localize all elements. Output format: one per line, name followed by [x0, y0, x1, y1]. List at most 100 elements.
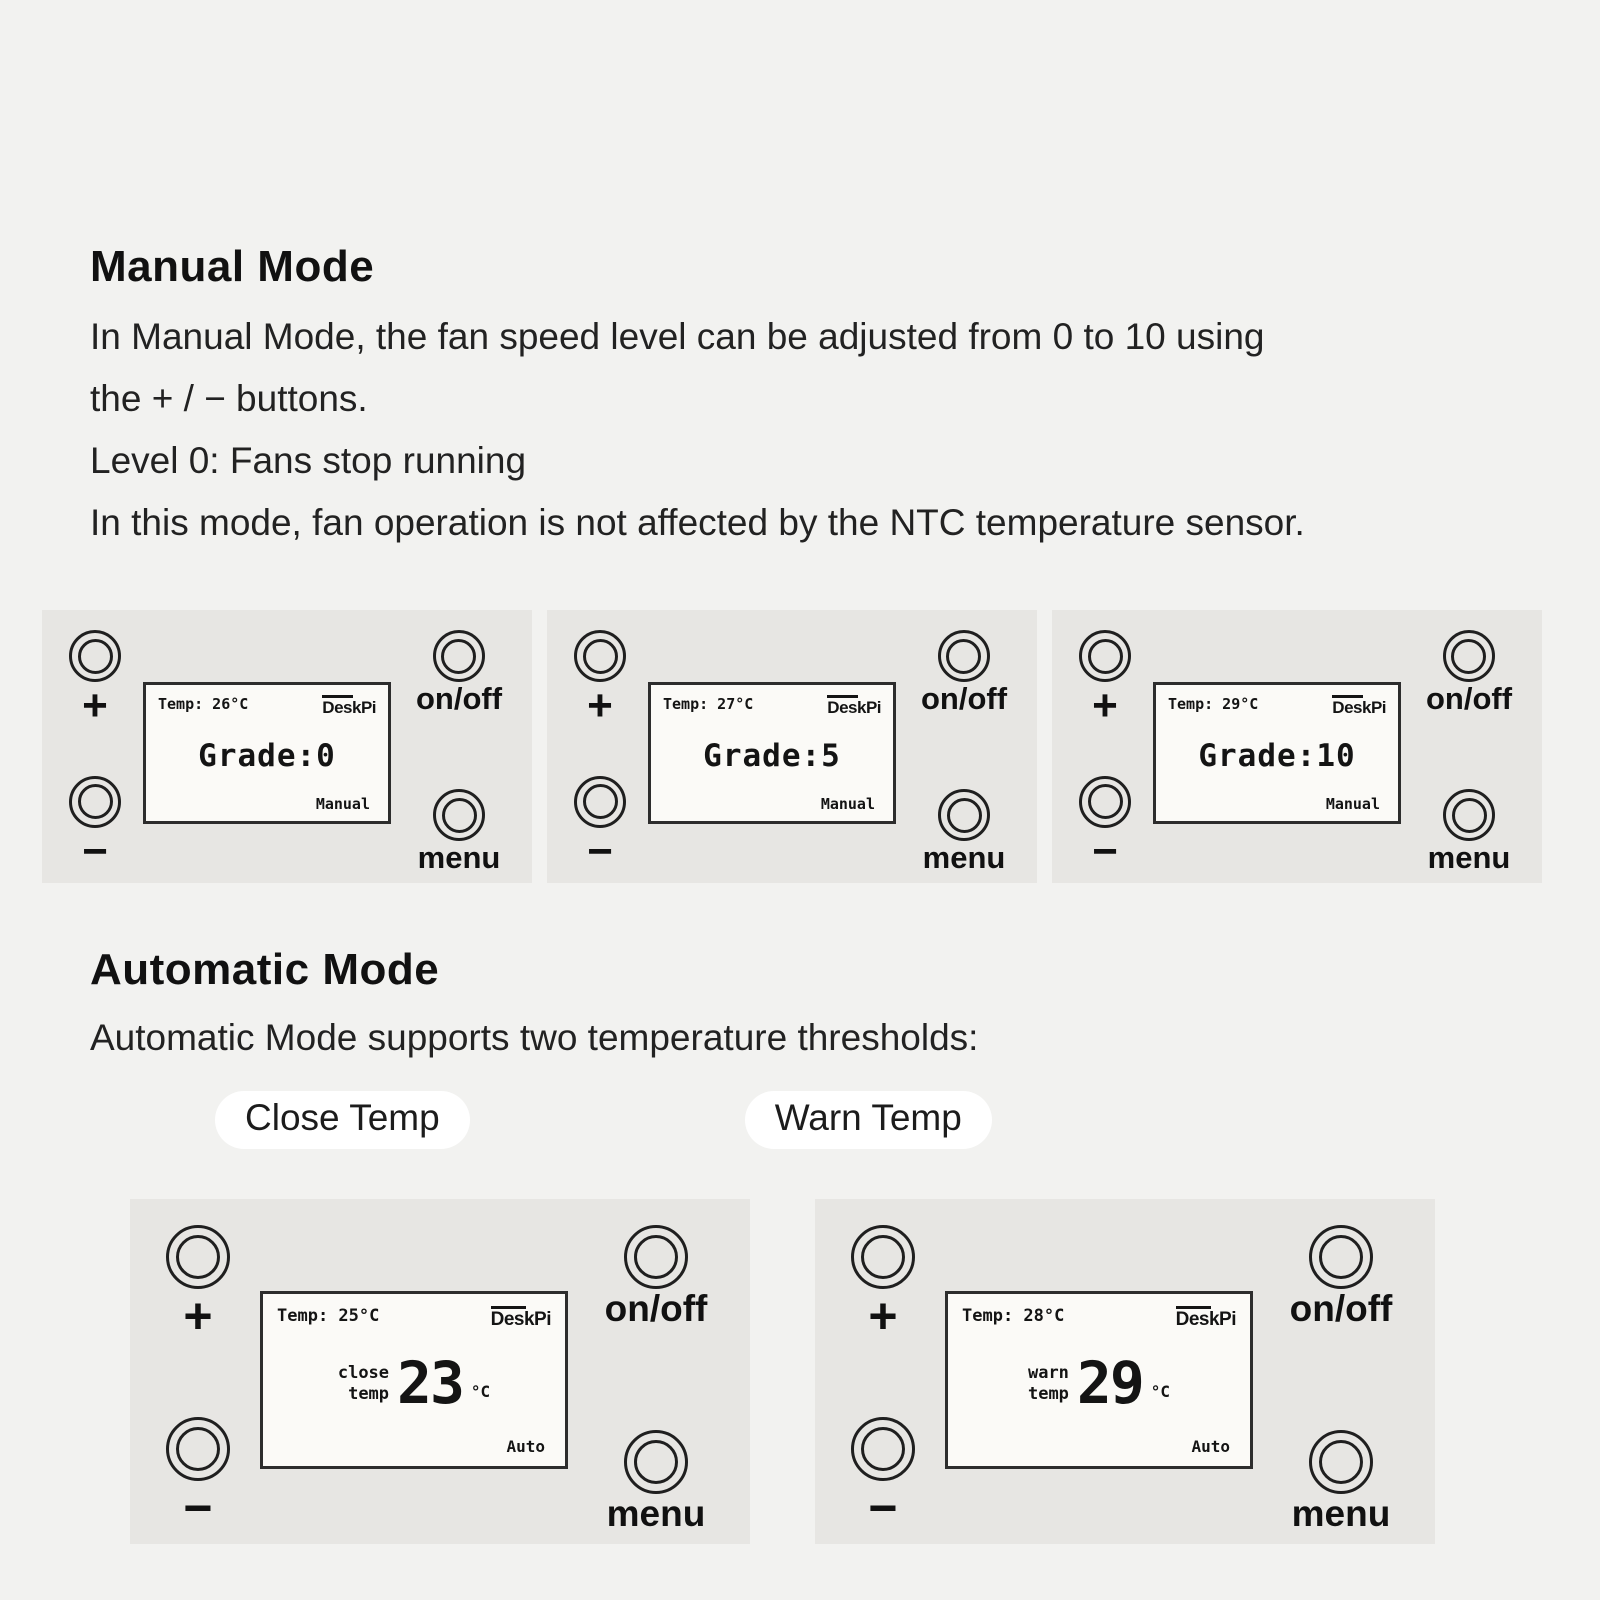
lcd-temp-reading: Temp: 28°C — [962, 1305, 1065, 1326]
onoff-button-inner-ring — [633, 1235, 678, 1279]
lcd-grade-value: Grade:0 — [198, 738, 336, 774]
plus-button[interactable] — [851, 1225, 915, 1289]
minus-label: − — [1092, 826, 1118, 876]
right-button-column: on/off menu — [1261, 1225, 1421, 1534]
lcd-grade-value: Grade:5 — [703, 738, 841, 774]
plus-label: + — [1092, 681, 1118, 730]
onoff-button-inner-ring — [1451, 638, 1487, 674]
right-button-column: on/off menu — [901, 630, 1027, 875]
threshold-value: 29 — [1076, 1349, 1145, 1418]
device-panel-warn-temp: + − Temp: 28°C DeskPi warn temp 29 °C Au… — [815, 1199, 1435, 1544]
menu-button[interactable] — [1443, 789, 1495, 842]
lcd-threshold-readout: close temp 23 °C — [277, 1331, 551, 1437]
threshold-badges: Close Temp Warn Temp — [90, 1091, 1600, 1149]
minus-label: − — [868, 1479, 898, 1536]
menu-button[interactable] — [433, 789, 485, 842]
onoff-label: on/off — [604, 1288, 708, 1329]
plus-label: + — [868, 1288, 898, 1344]
lcd-temp-reading: Temp: 29°C — [1168, 694, 1259, 713]
device-panel-grade-10: + − Temp: 29°C DeskPi Grade:10 Manual on… — [1052, 610, 1542, 883]
description-line: the + / − buttons. — [90, 378, 368, 419]
description-line: In this mode, fan operation is not affec… — [90, 502, 1305, 543]
minus-label: − — [82, 826, 108, 876]
lcd-mode-label: Manual — [1325, 794, 1380, 813]
menu-label: menu — [1291, 1493, 1391, 1535]
minus-button[interactable] — [851, 1416, 915, 1481]
minus-button-inner-ring — [861, 1426, 905, 1471]
menu-button[interactable] — [624, 1430, 688, 1495]
minus-button[interactable] — [69, 775, 121, 828]
onoff-button[interactable] — [432, 630, 485, 682]
onoff-button[interactable] — [937, 630, 990, 682]
automatic-mode-title: Automatic Mode — [90, 945, 440, 994]
manual-mode-title: Manual Mode — [90, 242, 375, 291]
plus-button[interactable] — [166, 1225, 230, 1289]
plus-button[interactable] — [1079, 630, 1131, 682]
deskpi-logo: DeskPi — [322, 694, 376, 718]
lcd-mode-label: Auto — [506, 1436, 545, 1456]
minus-label: − — [587, 826, 613, 876]
menu-button[interactable] — [1309, 1430, 1373, 1495]
manual-mode-description: In Manual Mode, the fan speed level can … — [90, 306, 1600, 554]
menu-button-inner-ring — [1319, 1440, 1363, 1485]
lcd-temp-reading: Temp: 26°C — [158, 694, 249, 713]
device-panel-grade-5: + − Temp: 27°C DeskPi Grade:5 Manual on/… — [547, 610, 1037, 883]
right-button-column: on/off menu — [576, 1225, 736, 1534]
deskpi-logo: DeskPi — [1332, 694, 1386, 718]
device-panel-close-temp: + − Temp: 25°C DeskPi close temp 23 °C A… — [130, 1199, 750, 1544]
onoff-label: on/off — [1425, 681, 1513, 716]
page-content: Manual Mode In Manual Mode, the fan spee… — [0, 0, 1600, 554]
menu-button-inner-ring — [634, 1440, 678, 1485]
lcd-display: Temp: 28°C DeskPi warn temp 29 °C Auto — [945, 1290, 1253, 1469]
left-button-column: + − — [829, 1225, 937, 1534]
plus-button-inner-ring — [77, 638, 113, 674]
menu-button-inner-ring — [1451, 797, 1487, 833]
deskpi-logo: DeskPi — [827, 694, 881, 718]
onoff-button[interactable] — [623, 1225, 688, 1289]
minus-button[interactable] — [574, 775, 626, 828]
minus-button-inner-ring — [176, 1426, 220, 1471]
threshold-unit: °C — [470, 1382, 491, 1401]
onoff-button[interactable] — [1442, 630, 1495, 682]
left-button-column: + − — [557, 630, 643, 875]
lcd-temp-reading: Temp: 25°C — [277, 1305, 380, 1326]
menu-button-inner-ring — [441, 797, 477, 833]
menu-button[interactable] — [938, 789, 990, 842]
plus-button-inner-ring — [176, 1235, 220, 1279]
warn-temp-badge: Warn Temp — [744, 1091, 992, 1149]
automatic-mode-subtitle: Automatic Mode supports two temperature … — [90, 1017, 979, 1058]
manual-panels-row: + − Temp: 26°C DeskPi Grade:0 Manual on/… — [42, 610, 1600, 883]
threshold-unit: °C — [1150, 1382, 1171, 1401]
manual-mode-section-text: Manual Mode In Manual Mode, the fan spee… — [90, 0, 1600, 554]
right-button-column: on/off menu — [396, 630, 522, 875]
lcd-grade-value: Grade:10 — [1198, 738, 1356, 774]
close-temp-badge: Close Temp — [215, 1091, 470, 1149]
device-panel-grade-0: + − Temp: 26°C DeskPi Grade:0 Manual on/… — [42, 610, 532, 883]
lcd-threshold-readout: warn temp 29 °C — [962, 1331, 1236, 1437]
onoff-label: on/off — [415, 681, 503, 716]
minus-button[interactable] — [1079, 775, 1131, 828]
automatic-mode-section-text: Automatic Mode Automatic Mode supports t… — [90, 883, 1600, 1149]
minus-button-inner-ring — [77, 784, 113, 820]
minus-button[interactable] — [166, 1416, 230, 1481]
plus-button[interactable] — [69, 630, 121, 682]
deskpi-logo: DeskPi — [490, 1305, 552, 1331]
lcd-display: Temp: 25°C DeskPi close temp 23 °C Auto — [260, 1290, 568, 1469]
onoff-label: on/off — [920, 681, 1008, 716]
onoff-button-inner-ring — [946, 638, 982, 674]
plus-label: + — [587, 681, 613, 730]
left-button-column: + − — [144, 1225, 252, 1534]
lcd-mode-label: Manual — [820, 794, 875, 813]
onoff-button[interactable] — [1308, 1225, 1373, 1289]
plus-label: + — [82, 681, 108, 730]
plus-button[interactable] — [574, 630, 626, 682]
lcd-mode-label: Manual — [315, 794, 370, 813]
lcd-display: Temp: 26°C DeskPi Grade:0 Manual — [143, 681, 391, 824]
lcd-display: Temp: 27°C DeskPi Grade:5 Manual — [648, 681, 896, 824]
menu-label: menu — [1427, 840, 1511, 876]
lcd-mode-label: Auto — [1191, 1436, 1230, 1456]
left-button-column: + − — [1062, 630, 1148, 875]
lcd-temp-reading: Temp: 27°C — [663, 694, 754, 713]
plus-label: + — [183, 1288, 213, 1344]
minus-label: − — [183, 1479, 213, 1536]
